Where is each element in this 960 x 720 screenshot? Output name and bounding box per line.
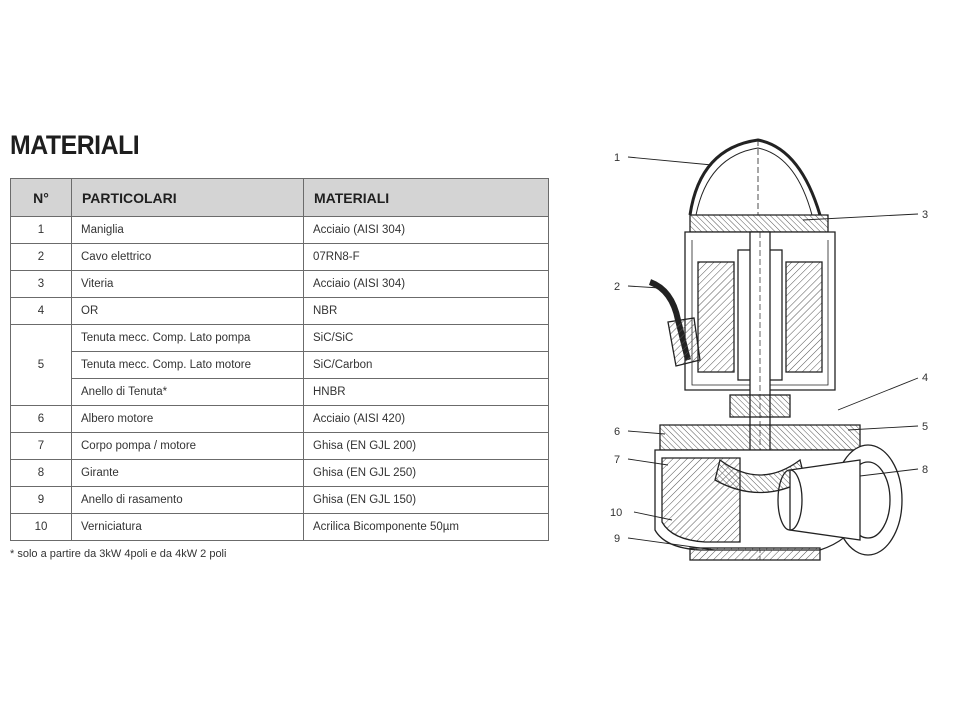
table-header-row: N° PARTICOLARI MATERIALI: [10, 178, 549, 217]
row-material: Ghisa (EN GJL 250): [303, 459, 549, 487]
row-material: 07RN8-F: [303, 243, 549, 271]
table-row: 2 Cavo elettrico 07RN8-F: [10, 243, 549, 271]
leader-5: [847, 425, 919, 431]
row-part: Maniglia: [71, 216, 304, 244]
row-part: Anello di Tenuta*: [71, 378, 304, 406]
callout-2: 2: [614, 281, 620, 293]
row-material: SiC/Carbon: [303, 351, 549, 379]
row-number: 8: [10, 459, 72, 487]
cable-gland: [667, 317, 701, 367]
row-part: Viteria: [71, 270, 304, 298]
callout-10: 10: [610, 507, 622, 519]
callout-4: 4: [922, 372, 928, 384]
table-row: 4 OR NBR: [10, 297, 549, 325]
row-number: 2: [10, 243, 72, 271]
wear-ring: [689, 547, 821, 561]
row-number: 5: [10, 324, 72, 406]
table-row: Tenuta mecc. Comp. Lato motore SiC/Carbo…: [11, 351, 549, 379]
row-part: OR: [71, 297, 304, 325]
leader-1: [627, 156, 713, 166]
table-row: Anello di Tenuta* HNBR: [11, 378, 549, 406]
row-material: HNBR: [303, 378, 549, 406]
pump-cross-section-diagram: 1 2 3 4 5 6 7 8 9 10: [610, 138, 928, 561]
callout-1: 1: [614, 152, 620, 164]
row-material: Ghisa (EN GJL 150): [303, 486, 549, 514]
row-material: Acrilica Bicomponente 50µm: [303, 513, 549, 541]
row-material: Acciaio (AISI 304): [303, 216, 549, 244]
leader-9: [627, 537, 716, 551]
callout-labels: 1 2 3 4 5 6 7 8 9 10: [610, 152, 928, 545]
leader-4: [837, 377, 919, 411]
row-material: Acciaio (AISI 304): [303, 270, 549, 298]
table-row: 7 Corpo pompa / motore Ghisa (EN GJL 200…: [10, 432, 549, 460]
row-number: 6: [10, 405, 72, 433]
table-row: 5 Tenuta mecc. Comp. Lato pompa SiC/SiC: [10, 324, 549, 406]
row-number: 4: [10, 297, 72, 325]
table-row: 3 Viteria Acciaio (AISI 304): [10, 270, 549, 298]
table-row: 6 Albero motore Acciaio (AISI 420): [10, 405, 549, 433]
row-number: 9: [10, 486, 72, 514]
bearing-block: [729, 394, 791, 418]
handle-shape: [688, 138, 822, 216]
callout-8: 8: [922, 464, 928, 476]
row-part: Cavo elettrico: [71, 243, 304, 271]
callout-5: 5: [922, 421, 928, 433]
row-part: Anello di rasamento: [71, 486, 304, 514]
callout-9: 9: [614, 533, 620, 545]
handle-inner-shape: [695, 147, 813, 216]
table-row: 10 Verniciatura Acrilica Bicomponente 50…: [10, 513, 549, 541]
row-number: 3: [10, 270, 72, 298]
seal-flange: [659, 424, 861, 451]
table-row: 8 Girante Ghisa (EN GJL 250): [10, 459, 549, 487]
materials-table: N° PARTICOLARI MATERIALI 1 Maniglia Acci…: [10, 178, 549, 541]
header-particolari: PARTICOLARI: [71, 178, 304, 217]
row-part: Albero motore: [71, 405, 304, 433]
header-materiali: MATERIALI: [303, 178, 549, 217]
footnote: * solo a partire da 3kW 4poli e da 4kW 2…: [10, 548, 227, 560]
stator-right: [785, 261, 823, 373]
callout-7: 7: [614, 454, 620, 466]
row-material: Acciaio (AISI 420): [303, 405, 549, 433]
pump-drawing: [648, 138, 903, 561]
leader-6: [627, 430, 666, 435]
leader-10: [633, 511, 673, 521]
outlet-pipe: [789, 459, 861, 541]
row-part: Corpo pompa / motore: [71, 432, 304, 460]
row-part: Tenuta mecc. Comp. Lato pompa: [71, 324, 304, 352]
stator-left: [697, 261, 735, 373]
callout-leaders: [627, 156, 919, 551]
row-part: Tenuta mecc. Comp. Lato motore: [71, 351, 304, 379]
outlet-opening: [777, 469, 803, 531]
leader-7: [627, 458, 669, 466]
row-material: Ghisa (EN GJL 200): [303, 432, 549, 460]
header-number: N°: [10, 178, 72, 217]
row-material: NBR: [303, 297, 549, 325]
leader-3: [802, 213, 919, 221]
row-part: Girante: [71, 459, 304, 487]
motor-cover: [689, 214, 829, 233]
row-number: 10: [10, 513, 72, 541]
row-number: 7: [10, 432, 72, 460]
leader-8: [859, 468, 919, 477]
callout-3: 3: [922, 209, 928, 221]
row-part: Verniciatura: [71, 513, 304, 541]
page-title: MATERIALI: [10, 130, 140, 160]
table-row: 1 Maniglia Acciaio (AISI 304): [10, 216, 549, 244]
callout-6: 6: [614, 426, 620, 438]
row-material: SiC/SiC: [303, 324, 549, 352]
leader-2: [627, 285, 661, 289]
row-number: 1: [10, 216, 72, 244]
table-row: 9 Anello di rasamento Ghisa (EN GJL 150): [10, 486, 549, 514]
